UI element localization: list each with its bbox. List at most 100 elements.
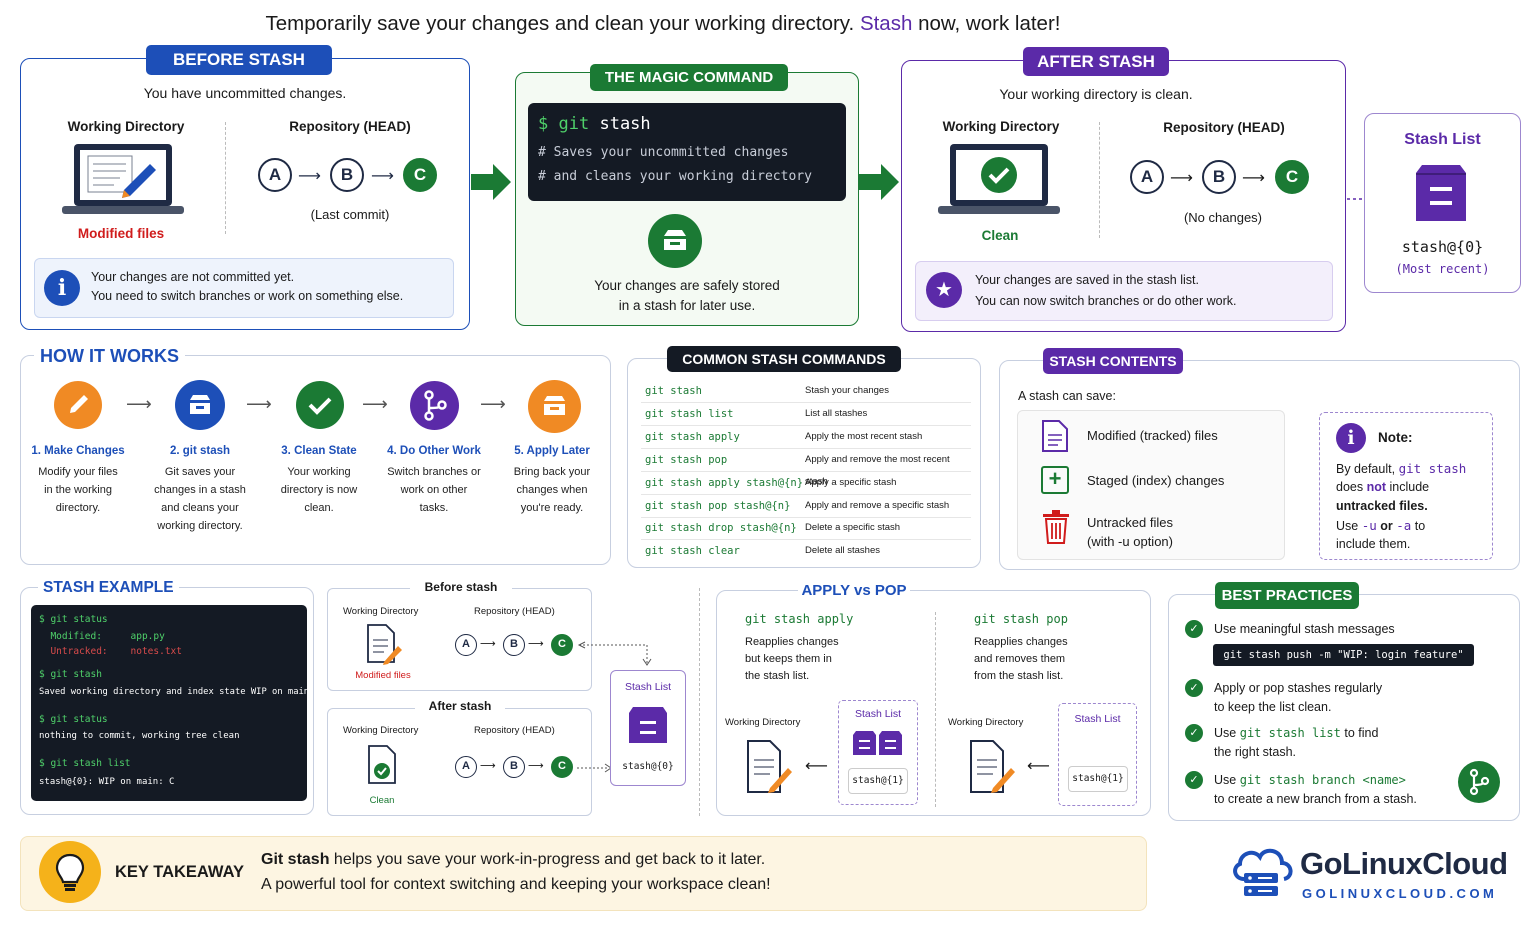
- note-title: Note:: [1378, 430, 1413, 445]
- terminal-prompt: $ git status: [39, 714, 108, 725]
- before-info-line1: Your changes are not committed yet.: [91, 270, 295, 284]
- how-it-works-title: HOW IT WORKS: [34, 346, 185, 367]
- pop-cmd: git stash pop: [974, 612, 1068, 626]
- magic-command-pill: THE MAGIC COMMAND: [590, 64, 788, 91]
- pop-stash-list-title: Stash List: [1074, 713, 1121, 725]
- trash-icon: [1041, 510, 1071, 549]
- commit-b: B: [503, 756, 525, 778]
- apply-desc-2: but keeps them in: [745, 653, 832, 665]
- modified-files-label: Modified files: [77, 226, 165, 241]
- check-icon: ✓: [1185, 724, 1203, 742]
- command-row: git stash pop stash@{n}Apply and remove …: [641, 495, 971, 518]
- contents-item-3b: (with -u option): [1087, 534, 1173, 549]
- arrow: ⟶: [371, 168, 394, 185]
- takeaway-line2: A powerful tool for context switching an…: [261, 876, 771, 893]
- apply-pop-title: APPLY vs POP: [798, 582, 910, 599]
- step-arrow: ⟶: [362, 394, 388, 414]
- pop-doc-icon: [969, 740, 1019, 799]
- contents-item-2: Staged (index) changes: [1087, 473, 1225, 488]
- example-line: $ git stash list: [39, 758, 131, 769]
- two-stash-icon: [852, 730, 904, 761]
- check-icon: [296, 381, 344, 429]
- terminal-output: Untracked: notes.txt: [39, 646, 182, 657]
- dashed-connector: [577, 641, 653, 672]
- after-info-line1: Your changes are saved in the stash list…: [975, 273, 1199, 287]
- step-desc: Modify your files in the working directo…: [38, 466, 118, 514]
- note-text: Use: [1336, 519, 1359, 533]
- step-title: 4. Do Other Work: [387, 445, 481, 457]
- example-line: $ git stash: [39, 669, 102, 680]
- check-icon: ✓: [1185, 771, 1203, 789]
- terminal-output: Saved working directory and index state …: [39, 687, 325, 697]
- staged-plus-icon: +: [1041, 466, 1069, 494]
- before-subtitle: You have uncommitted changes.: [143, 85, 347, 101]
- stash-archive-icon: [1410, 163, 1472, 228]
- command-desc: Apply the most recent stash: [805, 431, 923, 442]
- command-key: git stash list: [645, 408, 734, 420]
- magic-text-2: in a stash for later use.: [618, 298, 756, 313]
- step-title: 1. Make Changes: [31, 445, 125, 457]
- example-line: $ git status: [39, 614, 108, 625]
- commit-c: C: [1275, 160, 1309, 194]
- note-info-icon: i: [1336, 423, 1366, 453]
- arrow: ⟶: [480, 638, 496, 650]
- commit-c: C: [403, 158, 437, 192]
- best-text: Apply or pop stashes regularly: [1214, 681, 1383, 695]
- document-icon: [1041, 420, 1069, 457]
- magic-comment-1: # Saves your uncommitted changes: [538, 145, 789, 160]
- clean-label: Clean: [981, 228, 1019, 243]
- note-line1: By default, git stash: [1336, 461, 1466, 476]
- back-arrow: ⟵: [805, 758, 828, 775]
- step-arrow: ⟶: [126, 394, 152, 414]
- pop-desc-2: and removes them: [974, 653, 1066, 665]
- best-text: the right stash.: [1214, 745, 1296, 759]
- magic-text-1: Your changes are safely stored: [594, 278, 780, 293]
- example-line: nothing to commit, working tree clean: [39, 731, 239, 741]
- common-commands-panel: [627, 358, 981, 568]
- note-code: -u: [1361, 518, 1377, 533]
- command-key: git stash: [645, 385, 702, 397]
- takeaway-line1: Git stash helps you save your work-in-pr…: [261, 851, 765, 869]
- note-code: git stash: [1398, 461, 1467, 476]
- after-info-box: [915, 261, 1333, 321]
- apply-stash-list-title: Stash List: [854, 708, 902, 720]
- terminal-output: stash@{0}: WIP on main: C: [39, 777, 175, 787]
- key-takeaway-banner: [20, 836, 1147, 911]
- laptop-edit-icon: [62, 142, 184, 223]
- terminal-output: nothing to commit, working tree clean: [39, 731, 240, 741]
- page-title: Temporarily save your changes and clean …: [0, 12, 1326, 36]
- step-title: 2. git stash: [169, 445, 231, 457]
- commit-b: B: [330, 158, 364, 192]
- apply-desc-1: Reapplies changes: [745, 636, 839, 648]
- apply-desc-3: the stash list.: [745, 670, 810, 682]
- after-repo-label: Repository (HEAD): [1163, 120, 1285, 135]
- before-wd-label: Working Directory: [67, 119, 185, 134]
- mini-stash-list-title: Stash List: [624, 681, 672, 693]
- step-desc: Switch branches or work on other tasks.: [387, 466, 481, 514]
- pop-stash-ref: stash@{1}: [1068, 766, 1128, 792]
- apply-stash-list: [838, 700, 918, 805]
- note-text: does: [1336, 480, 1364, 494]
- laptop-check-icon: [938, 142, 1060, 223]
- apply-cmd: git stash apply: [745, 612, 854, 626]
- command-desc: Delete a specific stash: [805, 522, 901, 533]
- mini-after-label: After stash: [415, 699, 505, 713]
- cmd-git: git: [558, 114, 590, 134]
- commit-a: A: [455, 756, 477, 778]
- mini-stash-ref: stash@{0}: [622, 761, 674, 772]
- commit-c: C: [551, 756, 573, 778]
- arrow: ⟶: [528, 760, 544, 772]
- brand-url: GOLINUXCLOUD.COM: [1302, 886, 1498, 901]
- after-subtitle: Your working directory is clean.: [999, 86, 1193, 102]
- mini-modified-label: Modified files: [355, 670, 411, 681]
- commit-b: B: [503, 634, 525, 656]
- commit-a: A: [1130, 160, 1164, 194]
- commit-c: C: [551, 634, 573, 656]
